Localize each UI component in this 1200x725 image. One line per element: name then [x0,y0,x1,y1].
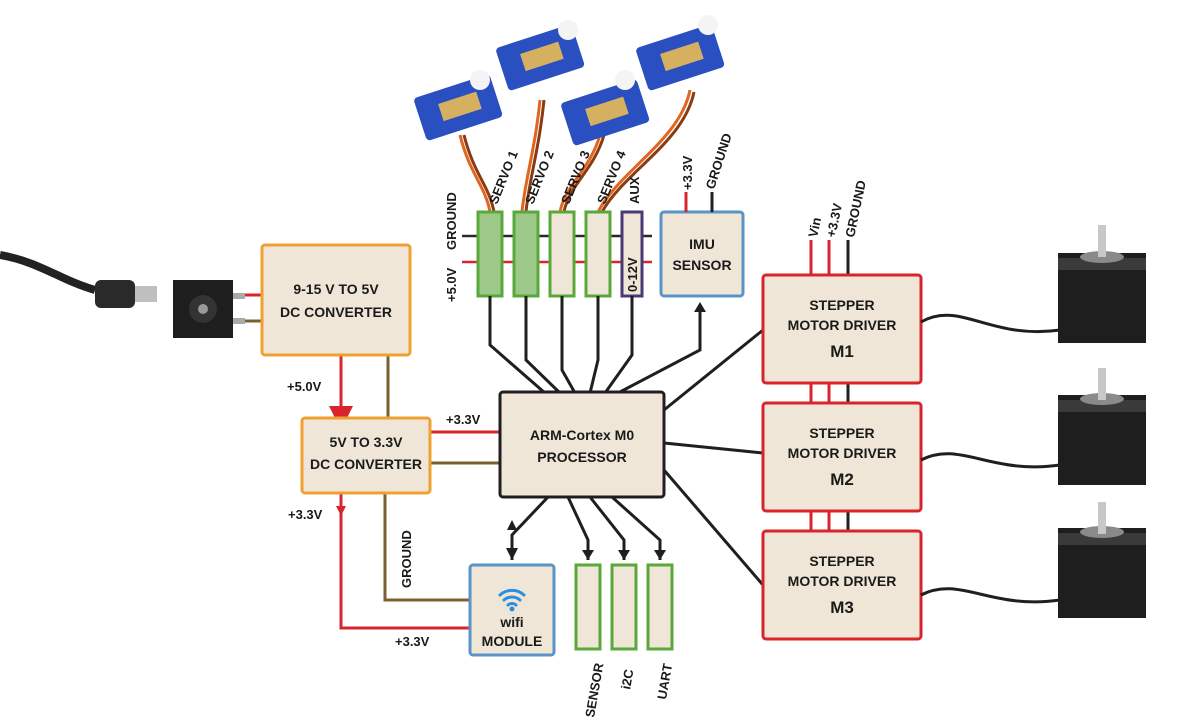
servo-1 [414,70,503,141]
servo-1-header [476,210,504,298]
header-to-cpu-wires [488,296,702,395]
converter-9-15v-to-5v [260,243,412,357]
servo-4 [636,15,725,91]
dc-power-cable [0,251,157,308]
i2c-header [610,563,638,651]
aux-voltage-label: 0-12V [625,257,640,292]
label-stepper-33v: +3.3V [823,202,845,239]
stepper-m2-line1: STEPPER [809,425,874,441]
stepper-m1-line1: STEPPER [809,297,874,313]
stepper-driver-m2 [761,401,923,513]
wire-33-wifi [339,493,470,630]
uart-header [646,563,674,651]
label-i2c: i2C [618,667,636,690]
conv1-subtitle: DC CONVERTER [280,304,392,320]
label-imu-33v: +3.3V [680,155,695,190]
label-33v-left: +3.3V [288,507,323,522]
stepper-m1-line2: MOTOR DRIVER [788,317,897,333]
stepper-m3-line1: STEPPER [809,553,874,569]
servo-cables [458,89,696,213]
converter-5v-to-3-3v [300,416,432,495]
stepper-driver-m3 [761,529,923,641]
label-servo-3: SERVO 3 [558,148,593,206]
stepper-m1-id: M1 [830,342,854,361]
servo-2 [496,20,585,91]
cpu-title: ARM-Cortex M0 [530,427,634,443]
label-33v-wifi: +3.3V [395,634,430,649]
stepper-m3-id: M3 [830,598,854,617]
cpu-subtitle: PROCESSOR [537,449,626,465]
stepper-m2-line2: MOTOR DRIVER [788,445,897,461]
label-stepper-ground: GROUND [842,179,869,239]
stepper-m3-line2: MOTOR DRIVER [788,573,897,589]
servo-3-header [548,210,576,298]
label-5v-conv: +5.0V [287,379,322,394]
wifi-icon [498,588,526,607]
label-ground-mid: GROUND [399,530,414,588]
stepper-motors [920,225,1146,618]
conv2-title: 5V TO 3.3V [330,434,404,450]
label-imu-ground: GROUND [703,131,735,191]
label-servo-5v: +5.0V [444,267,459,302]
imu-sensor-block [659,210,745,298]
label-aux: AUX [627,176,642,204]
servo-4-header [584,210,612,298]
label-33v-cpu: +3.3V [446,412,481,427]
label-servo-ground: GROUND [444,192,459,250]
arm-cortex-processor [498,390,666,499]
servo-3 [561,70,650,146]
sensor-header [574,563,602,651]
imu-title: IMU [689,236,715,252]
label-servo-1: SERVO 1 [486,148,521,206]
label-stepper-vin: Vin [805,216,824,239]
imu-subtitle: SENSOR [672,257,731,273]
wifi-subtitle: MODULE [482,633,543,649]
servo-2-header [512,210,540,298]
wifi-title: wifi [499,614,523,630]
label-sensor: SENSOR [582,661,606,718]
stepper-m2-id: M2 [830,470,854,489]
label-uart: UART [654,662,675,700]
conv1-title: 9-15 V TO 5V [293,281,379,297]
stepper-driver-m1 [761,273,923,385]
conv2-subtitle: DC CONVERTER [310,456,422,472]
dc-jack [173,280,245,338]
